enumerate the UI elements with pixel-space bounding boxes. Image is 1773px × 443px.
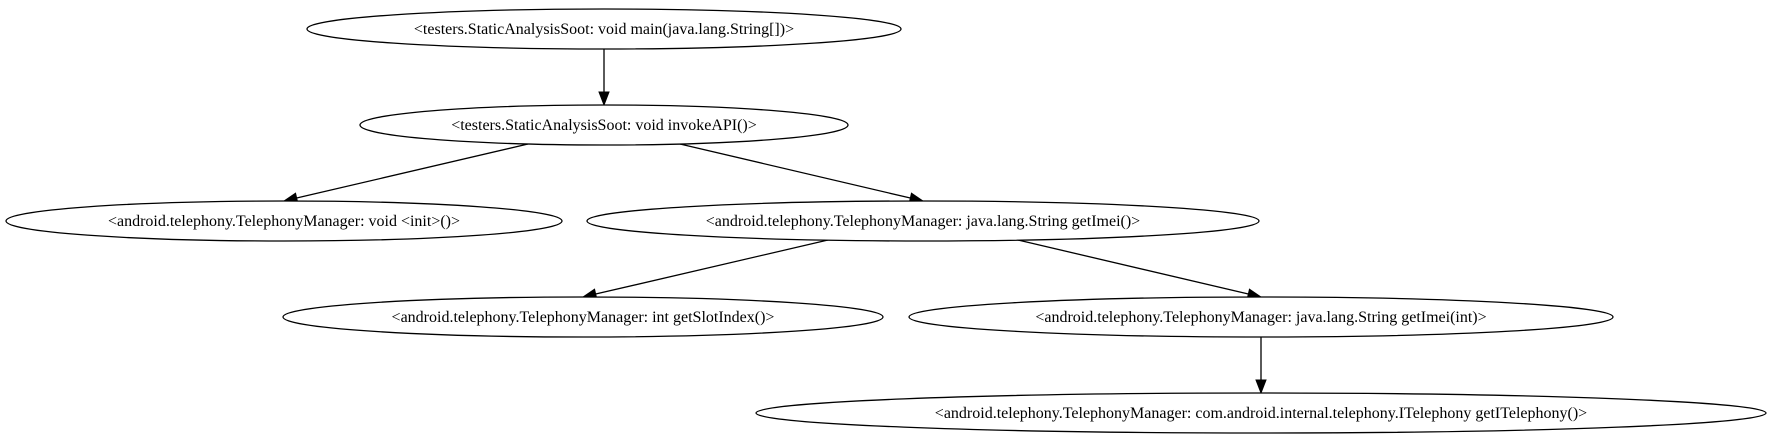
edge-n1-n2 [598,49,610,107]
arrowhead-icon [1255,379,1267,395]
edge-line [679,143,911,199]
node-get-itelephony-label: <android.telephony.TelephonyManager: com… [935,405,1587,422]
node-invoke-api: <testers.StaticAnalysisSoot: void invoke… [359,104,849,146]
node-get-imei-int-shape [908,296,1614,338]
edge-n4-n5 [581,239,829,300]
edge-n2-n3 [282,143,529,204]
node-get-itelephony-shape [755,392,1767,434]
node-invoke-api-label: <testers.StaticAnalysisSoot: void invoke… [451,117,757,134]
node-get-imei-int-label: <android.telephony.TelephonyManager: jav… [1035,309,1486,326]
node-get-itelephony: <android.telephony.TelephonyManager: com… [755,392,1767,434]
edge-line [296,143,529,199]
node-get-imei-shape [586,200,1260,242]
node-telephony-init-shape [5,200,563,242]
node-get-slot-index: <android.telephony.TelephonyManager: int… [282,296,884,338]
edge-n4-n6 [1017,239,1263,300]
node-get-slot-index-label: <android.telephony.TelephonyManager: int… [392,309,775,326]
node-telephony-init-label: <android.telephony.TelephonyManager: voi… [108,213,460,230]
edge-line [1017,239,1249,295]
node-get-imei-label: <android.telephony.TelephonyManager: jav… [706,213,1140,230]
node-get-imei-int: <android.telephony.TelephonyManager: jav… [908,296,1614,338]
edge-n6-n7 [1255,337,1267,395]
node-get-imei: <android.telephony.TelephonyManager: jav… [586,200,1260,242]
node-invoke-api-shape [359,104,849,146]
node-telephony-init: <android.telephony.TelephonyManager: voi… [5,200,563,242]
nodes-layer: <testers.StaticAnalysisSoot: void main(j… [5,8,1767,434]
edge-n2-n4 [679,143,925,204]
arrowhead-icon [598,91,610,107]
node-get-slot-index-shape [282,296,884,338]
node-main-label: <testers.StaticAnalysisSoot: void main(j… [414,21,794,38]
edge-line [595,239,829,295]
node-main: <testers.StaticAnalysisSoot: void main(j… [306,8,902,50]
node-main-shape [306,8,902,50]
